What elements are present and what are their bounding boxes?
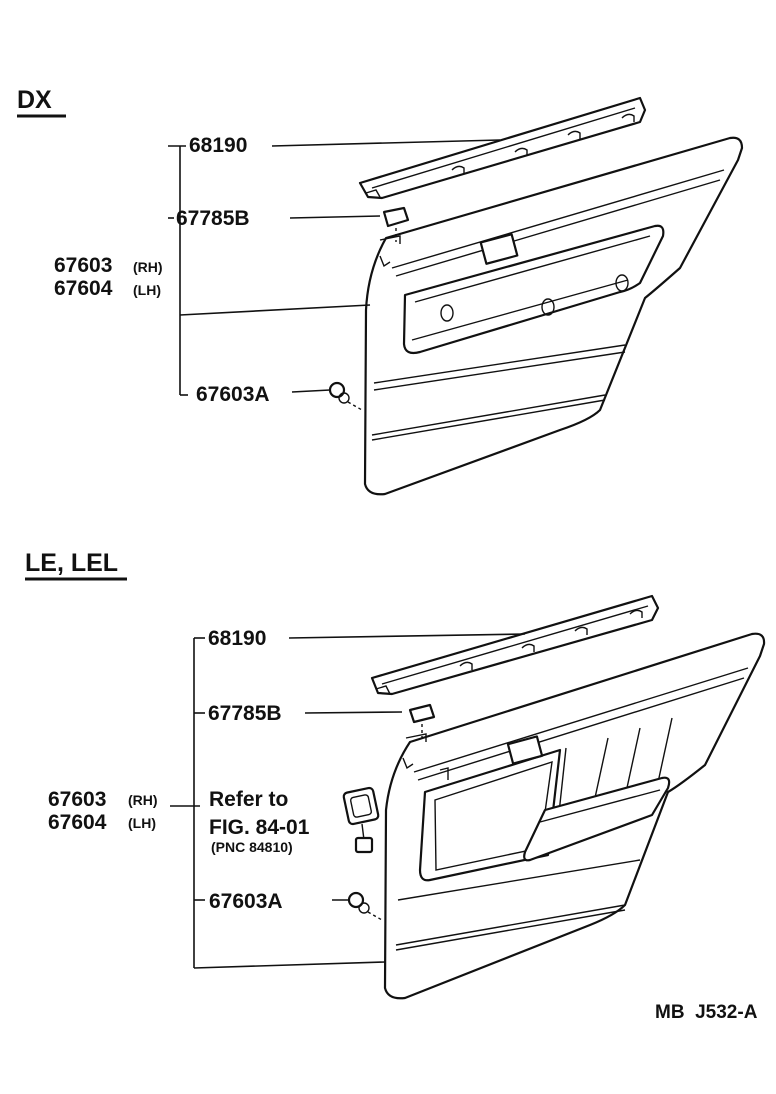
dx-clip-drawing — [379, 206, 410, 244]
le-trim-strip-drawing — [370, 594, 660, 696]
le-label-board-lh-side: (LH) — [128, 815, 156, 831]
le-label-clip: 67785B — [208, 702, 282, 725]
le-label-trim-strip: 68190 — [208, 627, 266, 650]
dx-trim-strip-drawing — [358, 96, 647, 200]
dx-label-board-lh-number: 67604 — [54, 277, 113, 300]
dx-door-trim-board-drawing — [363, 136, 744, 496]
dx-section: DX — [17, 86, 744, 496]
le-label-board-lh-number: 67604 — [48, 811, 107, 834]
le-handle-assembly-drawing — [342, 786, 380, 854]
le-leader-lines — [170, 633, 526, 969]
le-retainer-drawing — [347, 891, 383, 921]
dx-label-clip: 67785B — [176, 207, 250, 230]
dx-label-board-rh-number: 67603 — [54, 254, 112, 277]
le-door-trim-board-drawing — [383, 632, 766, 1000]
dx-label-board-rh-side: (RH) — [133, 259, 163, 275]
dx-heading: DX — [17, 86, 52, 114]
le-label-refer-line3: (PNC 84810) — [211, 839, 293, 855]
le-section: LE, LEL — [25, 549, 766, 1000]
dx-leader-lines — [168, 139, 501, 396]
le-label-board-rh-number: 67603 — [48, 788, 106, 811]
le-heading: LE, LEL — [25, 549, 118, 577]
le-clip-drawing — [405, 703, 436, 742]
dx-label-retainer: 67603A — [196, 383, 270, 406]
figure-code: MB J532-A — [655, 1002, 758, 1023]
le-label-board-rh-side: (RH) — [128, 792, 158, 808]
le-label-refer-line2: FIG. 84-01 — [209, 816, 310, 839]
le-label-retainer: 67603A — [209, 890, 283, 913]
dx-retainer-drawing — [328, 381, 363, 411]
dx-label-board-lh-side: (LH) — [133, 282, 161, 298]
dx-label-trim-strip: 68190 — [189, 134, 247, 157]
le-label-refer-line1: Refer to — [209, 788, 288, 811]
